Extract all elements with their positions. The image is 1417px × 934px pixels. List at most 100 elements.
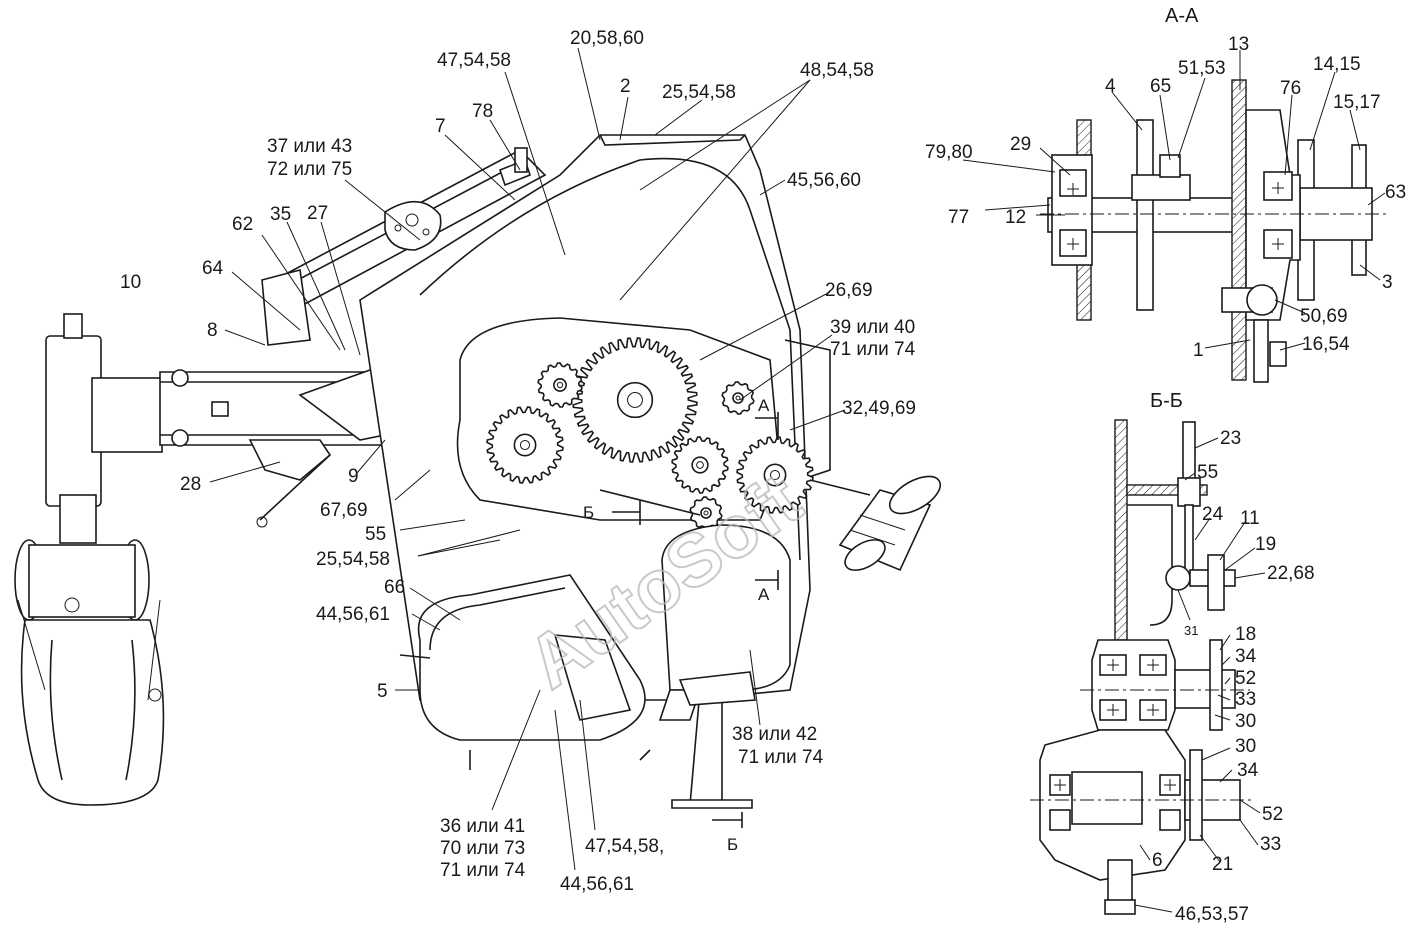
callout-main-32: 70 или 73 [440,838,525,859]
callout-bb-1: 23 [1220,428,1241,449]
callout-main-29: 38 или 42 [732,724,817,745]
lower-housing [399,524,791,770]
top-right-sprocket-hub [732,392,744,404]
callout-main-25: 25,54,58 [316,549,390,570]
large-gear-bore [627,392,643,408]
callout-aa-16: 16,54 [1302,334,1350,355]
left-gear-bore [519,439,531,451]
callout-main-11: 62 [232,214,253,235]
callout-bb-5: 19 [1255,534,1276,555]
section-aa: А-А [925,5,1406,383]
callout-main-26: 66 [384,577,405,598]
callout-main-28: 5 [377,681,388,702]
callout-main-23: 67,69 [320,500,368,521]
callout-main-2: 47,54,58 [437,50,511,71]
small-upper-gear-bore [556,381,564,389]
callout-main-27: 44,56,61 [316,604,390,625]
callout-main-7: 78 [472,101,493,122]
callout-aa-13: 3 [1382,272,1393,293]
callout-bb-18: 21 [1212,854,1233,875]
callout-aa-11: 77 [948,207,969,228]
middle-gear-bore [696,461,704,469]
callout-aa-7: 15,17 [1333,92,1381,113]
callout-bb-10: 52 [1235,668,1256,689]
callout-aa-8: 29 [1010,134,1031,155]
leader-lines-aa [962,50,1386,351]
callout-bb-7: 31 [1184,623,1198,638]
callout-main-19: 8 [207,320,218,341]
callout-main-5: 48,54,58 [800,60,874,81]
wheel-assembly [14,313,165,806]
section-bb-title: Б-Б [1150,390,1183,412]
callout-aa-3: 51,53 [1178,58,1226,79]
small-upper-gear-hub [553,378,567,392]
callouts-aa: 4 65 51,53 13 76 14,15 15,17 29 79,80 63… [925,34,1406,361]
leader-lines-bb [1134,437,1266,913]
section-bb: Б-Б [1030,390,1315,925]
hydraulic-motor [838,475,942,572]
section-aa-title: А-А [1165,5,1199,27]
callout-main-34: 47,54,58, [585,836,664,857]
callout-bb-12: 30 [1235,711,1256,732]
callout-main-31: 36 или 41 [440,816,525,837]
callout-aa-15: 1 [1193,340,1204,361]
callout-bb-4: 11 [1240,508,1260,529]
callout-bb-17: 6 [1152,850,1163,871]
callout-bb-3: 24 [1202,504,1224,525]
right-gear-hub [763,463,787,487]
callout-bb-16: 33 [1260,834,1281,855]
callout-main-33: 71 или 74 [440,860,526,881]
callout-bb-19: 46,53,57 [1175,904,1249,925]
callout-aa-2: 65 [1150,76,1171,97]
callouts-bb: 23 55 24 11 19 22,68 31 18 34 52 33 30 3… [1152,428,1315,925]
top-right-sprocket-bore [735,395,741,401]
right-gear-bore [769,469,781,481]
callout-main-24: 55 [365,524,386,545]
section-marker-a: А А [755,396,779,604]
callout-bb-15: 52 [1262,804,1283,825]
callout-bb-6: 22,68 [1267,563,1315,584]
callout-main-15: 10 [120,272,141,293]
callout-main-10: 45,56,60 [787,170,861,191]
callout-bb-9: 34 [1235,646,1257,667]
callout-aa-14: 50,69 [1300,306,1348,327]
callout-main-22: 9 [348,466,359,487]
main-view: А А Б Б AutoSoft [14,28,942,895]
callout-main-8: 37 или 43 [267,136,352,157]
callout-aa-5: 76 [1280,78,1301,99]
callout-main-21: 28 [180,474,201,495]
section-b-bottom-letter: Б [727,835,738,854]
callout-main-35: 44,56,61 [560,874,634,895]
small-mid-sprocket-hub [700,507,712,519]
middle-gear-hub [691,456,709,474]
leader-lines-main [209,47,846,871]
callout-bb-13: 30 [1235,736,1256,757]
callout-main-14: 64 [202,258,224,279]
callout-main-3: 2 [620,76,631,97]
callout-aa-6: 14,15 [1313,54,1361,75]
callout-main-17: 39 или 40 [830,317,915,338]
callout-main-16: 26,69 [825,280,873,301]
callout-main-20: 32,49,69 [842,398,916,419]
callout-main-13: 27 [307,203,328,224]
callout-main-18: 71 или 74 [830,339,916,360]
callout-aa-1: 4 [1105,76,1116,97]
callout-aa-4: 13 [1228,34,1249,55]
section-marker-b: Б Б [583,500,743,854]
section-a-upper-letter: А [758,396,770,415]
callout-bb-8: 18 [1235,624,1256,645]
callout-aa-9: 79,80 [925,142,973,163]
callout-main-12: 35 [270,204,291,225]
cables [256,454,871,528]
callout-aa-12: 12 [1005,207,1026,228]
callout-aa-10: 63 [1385,182,1406,203]
callout-bb-14: 34 [1237,760,1259,781]
callout-main-9: 72 или 75 [267,159,352,180]
large-gear-hub [616,381,654,419]
left-gear-hub [513,433,537,457]
small-mid-sprocket-bore [703,510,709,516]
section-b-mid-letter: Б [583,503,594,522]
section-a-lower-letter: А [758,585,770,604]
